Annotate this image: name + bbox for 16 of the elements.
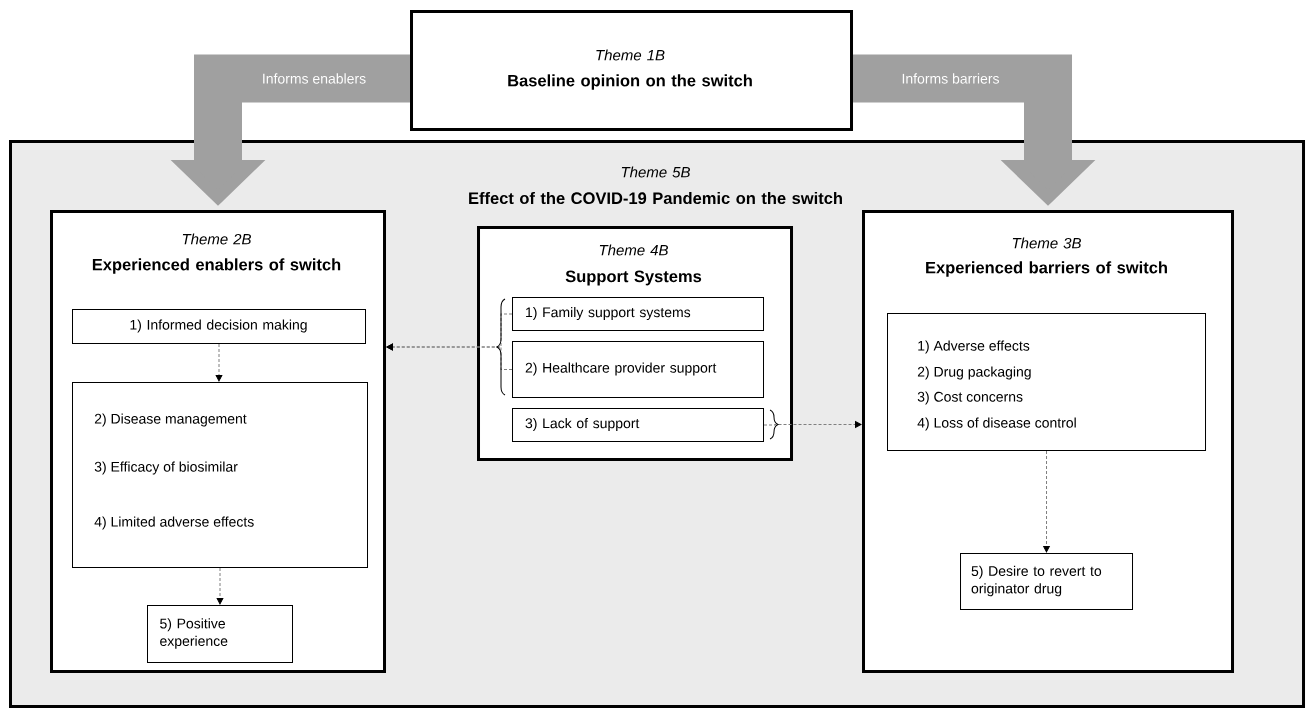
arrow (216, 567, 224, 605)
item-box: 5) Desire to revert to originator drug (960, 553, 1133, 610)
theme-box: Theme 1B Baseline opinion on the switch (410, 10, 853, 131)
item-box: 5) Positive experience (147, 605, 293, 663)
item-box: 3) Lack of support (512, 408, 764, 442)
arrow (1043, 450, 1050, 553)
item-box: 2) Healthcare provider support (512, 341, 764, 398)
item-list-box: 1) Adverse effects 2) Drug packaging 3) Cost concerns 4) Loss of disease control (887, 313, 1206, 451)
arrow (215, 343, 223, 382)
edge-label: Informs barriers (899, 71, 1002, 86)
arrow (386, 343, 513, 370)
edge-label: Informs enablers (259, 71, 369, 86)
item-box: 1) Family support systems (512, 297, 764, 331)
item-list-box: 2) Disease management 3) Efficacy of biosimilar 4) Limited adverse effects (72, 382, 368, 568)
arrow (763, 421, 862, 428)
item-box: 1) Informed decision making (72, 309, 366, 344)
